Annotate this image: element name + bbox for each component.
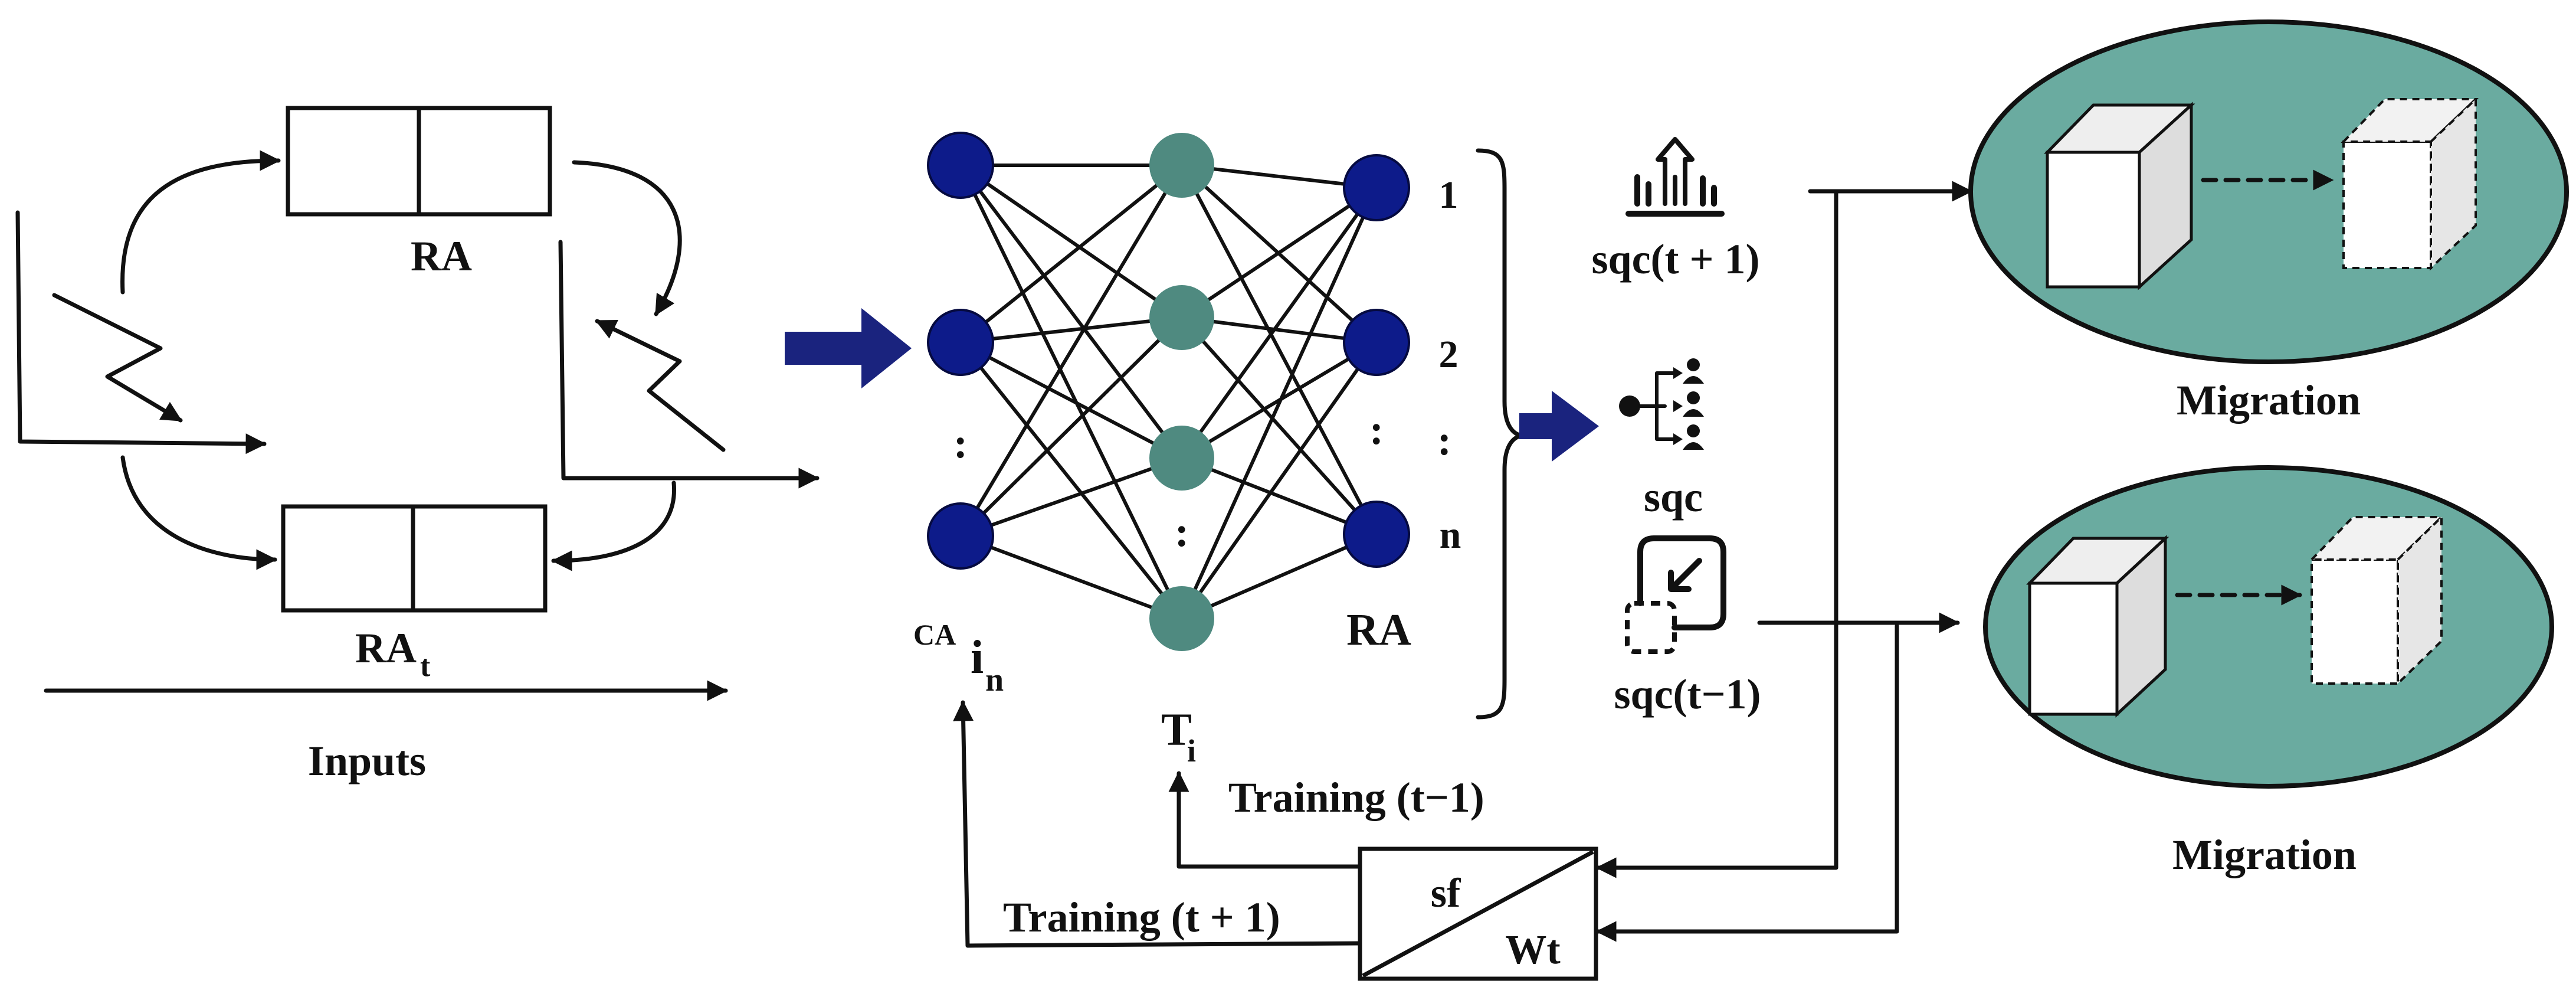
edge-input-2-hidden-4 (959, 341, 1184, 620)
solid-cube-top (2044, 102, 2195, 290)
migration-bottom-label: Migration (2172, 831, 2357, 878)
right-frame-arrow (558, 240, 820, 489)
edge-input-3-hidden-3 (960, 456, 1182, 538)
edge-hidden-2-output-3 (1180, 316, 1378, 536)
curve-arrow-to-ra (120, 150, 281, 295)
hidden-layer-label-sub: i (1187, 733, 1196, 769)
edge-input-3-hidden-2 (959, 316, 1184, 538)
growth-chart-icon (1625, 137, 1725, 217)
arrow-training-next (953, 700, 1362, 948)
output-node-1 (1343, 154, 1410, 221)
input-block-arrow (785, 308, 912, 388)
migration-top (1968, 19, 2569, 364)
arrow-bottom-to-sfwt (1595, 623, 1899, 942)
hidden-node-3 (1149, 426, 1214, 491)
edge-hidden-4-output-2 (1180, 341, 1378, 620)
sf-label: sf (1431, 871, 1461, 916)
edge-hidden-4-output-3 (1181, 532, 1378, 620)
training-prev-label: Training (t−1) (1228, 774, 1484, 821)
output-layer-label: RA (1346, 605, 1411, 655)
sf-wt-box (1358, 846, 1598, 981)
network-nodes (927, 132, 1410, 651)
solid-cube-bottom (2026, 535, 2169, 718)
edge-input-1-hidden-3 (959, 164, 1184, 459)
hidden-node-4 (1149, 586, 1214, 651)
edge-input-2-hidden-1 (959, 164, 1183, 344)
hidden-layer-label-main: T (1161, 704, 1192, 755)
hidden-node-1 (1149, 133, 1214, 198)
hidden-ellipsis: : (1175, 508, 1189, 555)
edge-hidden-1-output-3 (1180, 164, 1378, 535)
edge-input-1-hidden-4 (959, 164, 1184, 620)
edge-input-1-hidden-2 (959, 164, 1183, 319)
signal-bolt-right (595, 319, 726, 452)
output-index-2: 2 (1439, 333, 1459, 376)
connector-lines (953, 181, 1973, 948)
arrow-training-prev (1168, 771, 1362, 869)
ghost-cube-bottom (2309, 514, 2444, 687)
edge-hidden-2-output-1 (1181, 186, 1378, 319)
ghost-cube-top (2341, 96, 2479, 271)
import-arrow-icon (1625, 535, 1726, 654)
migration-bottom (1983, 465, 2554, 789)
signal-bolt-left (52, 293, 183, 423)
output-brace (1476, 148, 1525, 720)
edge-hidden-4-output-1 (1180, 187, 1378, 620)
input-ellipsis: : (953, 420, 968, 467)
curve-arrow-from-ra (572, 160, 682, 316)
output-node-3 (1343, 501, 1410, 568)
output-index-dots: : (1437, 417, 1451, 464)
neural-network: : : : 1 2 : n CA i n T i RA (913, 132, 1461, 769)
queue-ra-t-label: RA (355, 625, 417, 672)
output-index-1: 1 (1439, 174, 1459, 217)
input-layer-label-main: i (971, 632, 984, 684)
edge-input-3-hidden-1 (959, 164, 1184, 537)
queue-ra (286, 106, 552, 217)
curve-arrow-into-ra-t (551, 480, 677, 571)
edge-input-3-hidden-4 (959, 534, 1183, 620)
metric-sqc-next-label: sqc(t + 1) (1592, 236, 1760, 283)
input-node-2 (927, 309, 994, 376)
queue-ra-t (281, 504, 548, 613)
output-node-2 (1343, 309, 1410, 376)
inputs-section: RA RA t Inputs (15, 106, 820, 784)
hierarchy-users-icon (1619, 358, 1704, 450)
edge-hidden-3-output-1 (1180, 187, 1378, 459)
input-node-3 (927, 502, 994, 570)
arrow-top-to-sfwt (1595, 189, 1838, 878)
input-layer-label-sup: CA (913, 618, 956, 651)
inputs-caption: Inputs (308, 737, 426, 784)
wt-label: Wt (1505, 927, 1560, 973)
metric-sqc-prev-label: sqc(t−1) (1614, 671, 1761, 718)
queue-ra-t-subscript: t (420, 649, 431, 683)
metrics-block-arrow (1519, 391, 1599, 462)
input-node-1 (927, 132, 994, 199)
metric-sqc-label: sqc (1644, 473, 1703, 521)
edge-input-2-hidden-3 (959, 341, 1183, 460)
edge-input-2-hidden-2 (960, 316, 1182, 344)
left-frame-arrow (15, 210, 267, 455)
migration-top-label: Migration (2177, 377, 2361, 424)
input-layer-label-sub: n (985, 662, 1004, 698)
output-index-n: n (1440, 514, 1461, 557)
training-next-label: Training (t + 1) (1003, 894, 1280, 941)
hidden-node-2 (1149, 285, 1214, 350)
network-edges (959, 164, 1378, 620)
curve-arrow-to-ra-t (120, 455, 277, 570)
metrics-section: sqc(t + 1) sqc sqc(t−1) (1592, 137, 1761, 718)
edge-hidden-3-output-3 (1181, 456, 1378, 536)
queue-ra-label: RA (411, 233, 472, 280)
output-ellipsis: : (1369, 406, 1384, 453)
